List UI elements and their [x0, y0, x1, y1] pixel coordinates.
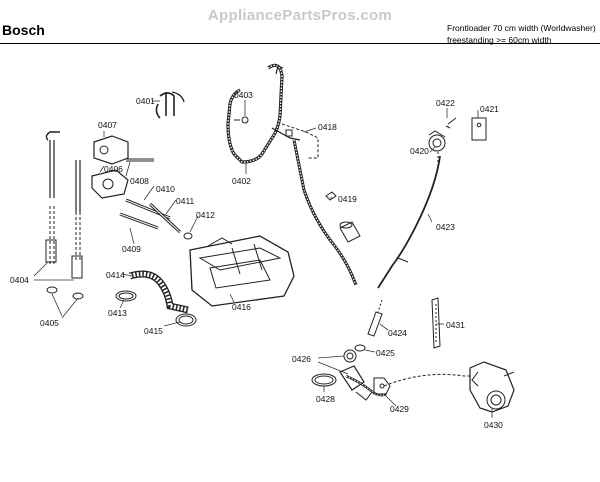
part-0406-valve-connector[interactable] — [91, 169, 129, 199]
part-0402-drain-hose[interactable] — [226, 63, 284, 164]
label-0404[interactable]: 0404 — [10, 275, 29, 285]
label-0425[interactable]: 0425 — [376, 348, 395, 358]
label-0431[interactable]: 0431 — [446, 320, 465, 330]
part-0420-pressure-switch[interactable] — [428, 130, 446, 152]
label-0403[interactable]: 0403 — [234, 90, 253, 100]
part-0419-clip[interactable] — [325, 191, 337, 201]
label-0421[interactable]: 0421 — [480, 104, 499, 114]
label-0418[interactable]: 0418 — [318, 122, 337, 132]
label-0422[interactable]: 0422 — [436, 98, 455, 108]
label-0415[interactable]: 0415 — [144, 326, 163, 336]
part-0424-tube[interactable] — [367, 299, 383, 337]
part-0407-inlet-valve[interactable] — [93, 135, 129, 165]
part-0430-drain-pump[interactable] — [469, 361, 515, 413]
label-0424[interactable]: 0424 — [388, 328, 407, 338]
label-0405[interactable]: 0405 — [40, 318, 59, 328]
label-0413[interactable]: 0413 — [108, 308, 127, 318]
part-0401-elbow-hose[interactable] — [155, 91, 185, 119]
description-line-2: freestanding >= 60cm width — [447, 35, 552, 45]
label-0428[interactable]: 0428 — [316, 394, 335, 404]
label-0406[interactable]: 0406 — [104, 164, 123, 174]
part-0411-hose[interactable] — [148, 202, 182, 234]
label-0411[interactable]: 0411 — [176, 196, 195, 206]
part-pressure-chamber[interactable] — [339, 221, 361, 243]
leader-lines — [33, 100, 493, 418]
part-0425-clamp[interactable] — [354, 344, 366, 352]
model-description: Frontloader 70 cm width (Worldwasher) fr… — [447, 22, 599, 46]
header-divider — [0, 43, 600, 44]
part-0428-clamp-ring[interactable] — [311, 373, 337, 387]
brand-title: Bosch — [2, 22, 45, 38]
label-0419[interactable]: 0419 — [338, 194, 357, 204]
label-0416[interactable]: 0416 — [232, 302, 251, 312]
label-0414[interactable]: 0414 — [106, 270, 125, 280]
part-0418-hose[interactable] — [271, 123, 358, 286]
label-0423[interactable]: 0423 — [436, 222, 455, 232]
label-0430[interactable]: 0430 — [484, 420, 503, 430]
label-0409[interactable]: 0409 — [122, 244, 141, 254]
label-0410[interactable]: 0410 — [156, 184, 175, 194]
part-0405-washer[interactable] — [46, 286, 84, 300]
part-0412-ring[interactable] — [183, 232, 193, 240]
part-labels: 0401 0402 0403 0404 0405 0406 0407 0408 … — [10, 90, 503, 430]
part-0422-screw[interactable] — [445, 117, 457, 129]
label-0429[interactable]: 0429 — [390, 404, 409, 414]
part-0404-inlet-hose[interactable] — [45, 131, 83, 279]
part-0416-dispenser-housing[interactable] — [189, 235, 295, 307]
label-0408[interactable]: 0408 — [130, 176, 149, 186]
label-0407[interactable]: 0407 — [98, 120, 117, 130]
label-0412[interactable]: 0412 — [196, 210, 215, 220]
part-0415-clamp[interactable] — [175, 313, 197, 327]
part-0409-hose[interactable] — [119, 212, 159, 230]
part-0431-rod[interactable] — [431, 297, 441, 349]
label-0420[interactable]: 0420 — [410, 146, 429, 156]
label-0426[interactable]: 0426 — [292, 354, 311, 364]
label-0401[interactable]: 0401 — [136, 96, 155, 106]
part-0413-clamp[interactable] — [115, 290, 137, 302]
leader-pump-connection — [383, 373, 472, 387]
watermark: AppliancePartsPros.com — [207, 7, 393, 24]
part-0403-clip[interactable] — [234, 116, 249, 124]
part-0429-fitting[interactable] — [373, 377, 391, 395]
label-0402[interactable]: 0402 — [232, 176, 251, 186]
part-0423-pressure-tube[interactable] — [377, 155, 441, 289]
part-0421-bracket[interactable] — [471, 117, 487, 141]
part-0414-bellows[interactable] — [128, 270, 189, 314]
description-line-1: Frontloader 70 cm width (Worldwasher) — [447, 23, 596, 33]
part-0426-sump-hose[interactable] — [339, 349, 387, 401]
